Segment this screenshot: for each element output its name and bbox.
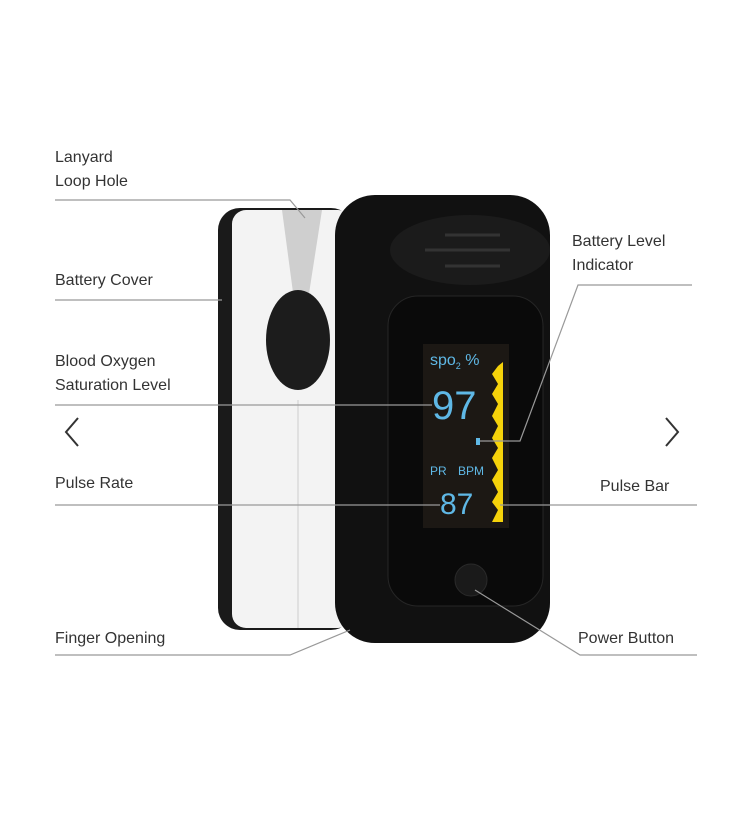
label-line: Blood Oxygen: [55, 353, 156, 370]
label-finger-opening: Finger Opening: [55, 630, 166, 647]
label-pulse-rate: Pulse Rate: [55, 475, 134, 492]
power-button[interactable]: [454, 563, 488, 597]
carousel-next-button[interactable]: [660, 412, 690, 452]
label-line: Loop Hole: [55, 173, 128, 190]
spo2-label: spo2 %: [430, 352, 480, 371]
chevron-right-icon: [665, 417, 680, 447]
battery-level-indicator: [476, 438, 480, 445]
bpm-label: BPM: [458, 464, 485, 478]
pr-label: PR: [430, 464, 447, 478]
leader-lines: [55, 199, 697, 656]
label-pulse-bar: Pulse Bar: [600, 478, 670, 495]
lanyard-loop-hole: [282, 210, 322, 300]
chevron-left-icon: [64, 417, 79, 447]
pr-value: 87: [440, 488, 474, 521]
percent-sign: %: [465, 352, 480, 369]
lanyard-grip: [266, 290, 330, 390]
spo2-value: 97: [432, 384, 477, 428]
label-line: Battery Level: [572, 233, 666, 250]
label-line: Lanyard: [55, 149, 113, 166]
label-battery-cover: Battery Cover: [55, 272, 153, 289]
carousel-prev-button[interactable]: [60, 412, 90, 452]
label-line: Saturation Level: [55, 377, 171, 394]
pulse-bar: [492, 362, 503, 522]
label-power-button: Power Button: [578, 630, 675, 647]
label-line: Indicator: [572, 257, 634, 274]
spo2-subscript: 2: [455, 361, 461, 372]
spo2-text: spo: [430, 352, 456, 369]
